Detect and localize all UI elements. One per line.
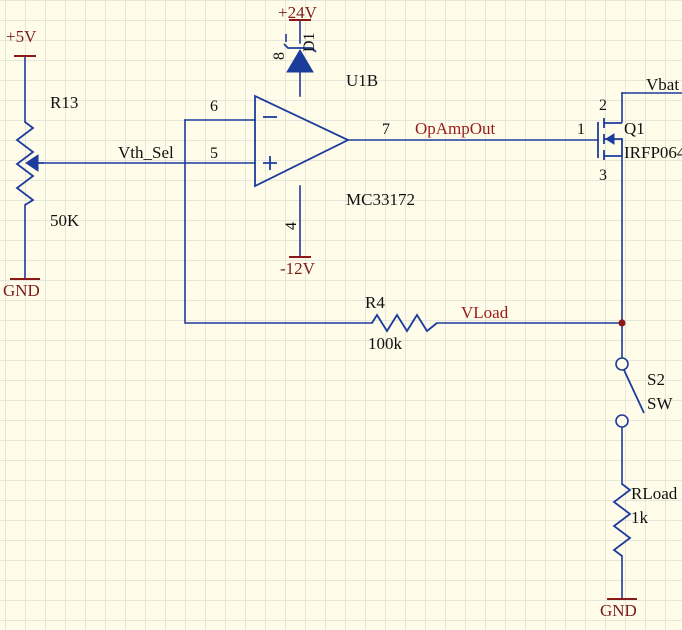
rload-value: 1k bbox=[631, 508, 649, 527]
rload-ref: RLoad bbox=[631, 484, 678, 503]
q1-pin-gate: 1 bbox=[577, 121, 585, 138]
s2-value: SW bbox=[647, 394, 673, 413]
u1-pin-vee: 4 bbox=[283, 222, 300, 230]
r13-ref: R13 bbox=[50, 93, 78, 112]
d1-ref: D1 bbox=[301, 32, 318, 52]
u1-part: MC33172 bbox=[346, 190, 415, 209]
r4-value: 100k bbox=[368, 334, 403, 353]
power-symbol-5v: +5V bbox=[6, 27, 37, 57]
power-label-neg12v: -12V bbox=[280, 259, 316, 278]
q1-ref: Q1 bbox=[624, 119, 645, 138]
resistor-r4[interactable]: R4 100k bbox=[365, 293, 438, 353]
u1-pin-out: 7 bbox=[382, 121, 390, 138]
ground-label-left: GND bbox=[3, 281, 40, 300]
r13-value: 50K bbox=[50, 211, 80, 230]
power-symbol-neg12v: -12V bbox=[280, 256, 316, 278]
ground-symbol-right: GND bbox=[600, 598, 637, 620]
power-label-5v: +5V bbox=[6, 27, 37, 46]
junction-dot bbox=[618, 319, 626, 327]
net-label-vload: VLoad bbox=[461, 303, 509, 322]
opamp-u1b[interactable]: U1B MC33172 6 5 7 8 4 bbox=[210, 52, 415, 230]
net-label-opampout: OpAmpOut bbox=[415, 119, 496, 138]
resistor-rload[interactable]: RLoad 1k bbox=[612, 483, 678, 557]
r4-ref: R4 bbox=[365, 293, 385, 312]
q1-part: IRFP064 bbox=[624, 143, 682, 162]
potentiometer-r13[interactable]: R13 50K bbox=[15, 93, 80, 230]
mosfet-q1[interactable]: 1 2 3 Q1 IRFP064 bbox=[577, 97, 682, 184]
q1-pin-drain: 2 bbox=[599, 97, 607, 114]
s2-ref: S2 bbox=[647, 370, 665, 389]
u1-pin-noninv: 5 bbox=[210, 145, 218, 162]
u1-pin-inv: 6 bbox=[210, 98, 218, 115]
u1-pin-vcc: 8 bbox=[271, 52, 288, 60]
q1-pin-source: 3 bbox=[599, 167, 607, 184]
ground-symbol-left: GND bbox=[3, 278, 40, 300]
u1-ref: U1B bbox=[346, 71, 378, 90]
net-label-vth-sel: Vth_Sel bbox=[118, 143, 174, 162]
switch-s2[interactable]: S2 SW bbox=[615, 357, 673, 428]
zener-diode-d1[interactable]: D1 bbox=[283, 32, 318, 73]
power-label-24v: +24V bbox=[278, 3, 318, 22]
ground-label-right: GND bbox=[600, 601, 637, 620]
net-label-vbat: Vbat bbox=[646, 75, 679, 94]
power-symbol-24v: +24V bbox=[278, 3, 318, 22]
